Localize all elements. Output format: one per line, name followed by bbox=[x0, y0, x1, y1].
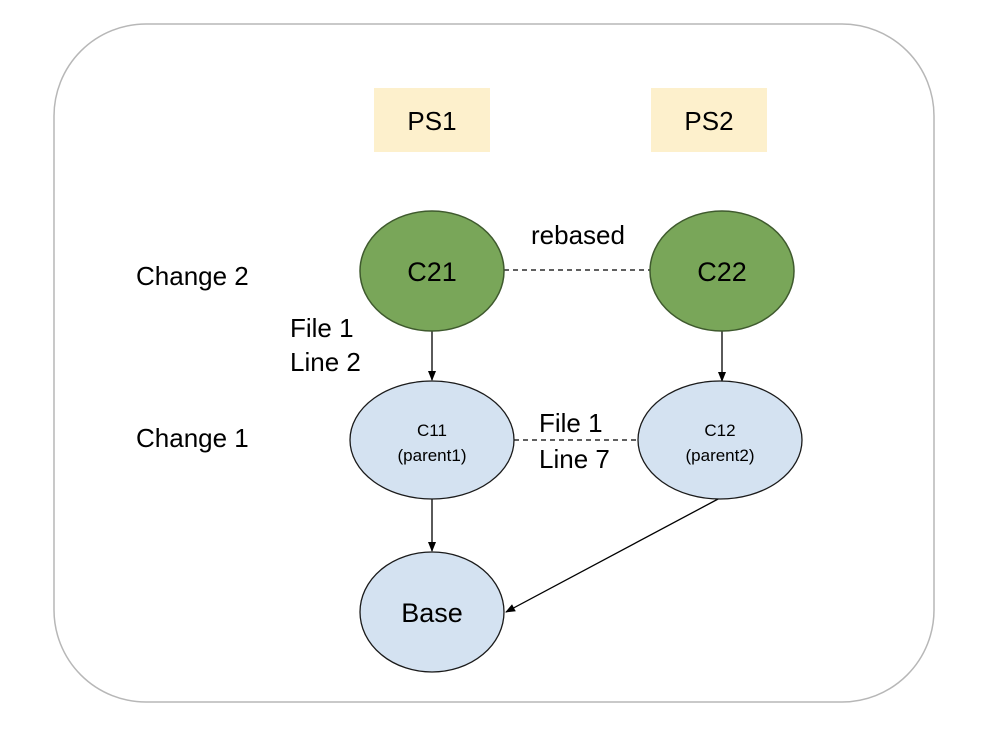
commit-c12 bbox=[637, 380, 803, 500]
commit-c21 bbox=[359, 210, 505, 332]
row-label-change1: Change 1 bbox=[136, 423, 249, 453]
commit-c12-sub: (parent2) bbox=[686, 446, 755, 465]
commit-c11-name: C11 bbox=[417, 421, 447, 440]
commit-c11 bbox=[349, 380, 515, 500]
ps1-header-box bbox=[374, 88, 490, 152]
row-label-change2: Change 2 bbox=[136, 261, 249, 291]
commit-c12-name: C12 bbox=[704, 421, 735, 440]
c11-c12-label-line2: Line 7 bbox=[539, 444, 610, 474]
commit-c11-sub: (parent1) bbox=[398, 446, 467, 465]
c21-edge-label-line2: Line 2 bbox=[290, 347, 361, 377]
commit-base-label: Base bbox=[401, 598, 463, 628]
commit-c22-label: C22 bbox=[697, 257, 747, 287]
c21-edge-label-line1: File 1 bbox=[290, 313, 354, 343]
rebased-label: rebased bbox=[531, 220, 625, 250]
commit-c21-label: C21 bbox=[407, 257, 457, 287]
c11-c12-label-line1: File 1 bbox=[539, 408, 603, 438]
diagram-frame bbox=[53, 23, 935, 703]
arrow-c12-to-base bbox=[505, 497, 721, 613]
commit-base bbox=[359, 551, 505, 673]
ps1-header-label: PS1 bbox=[407, 106, 456, 136]
ps2-header-label: PS2 bbox=[684, 106, 733, 136]
commit-c22 bbox=[649, 210, 795, 332]
ps2-header-box bbox=[651, 88, 767, 152]
